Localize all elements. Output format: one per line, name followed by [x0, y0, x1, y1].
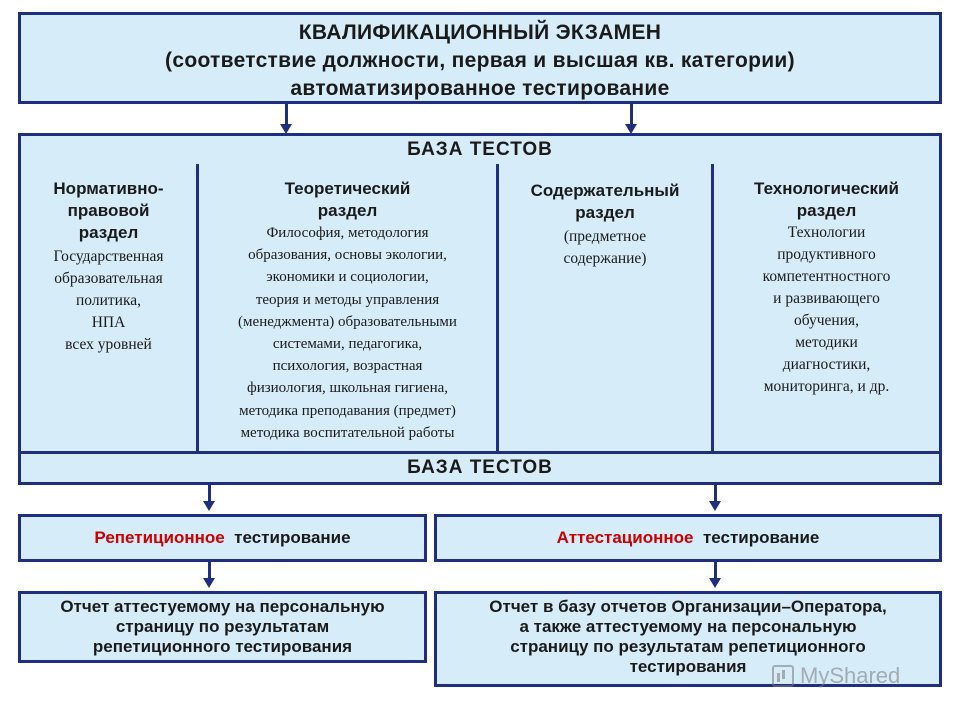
exam-subtitle: (соответствие должности, первая и высшая… — [165, 49, 795, 72]
attestation-report-box: Отчет в базу отчетов Организации–Операто… — [434, 591, 942, 687]
section-body: Философия, методология образования, осно… — [238, 225, 457, 441]
rehearsal-report-box: Отчет аттестуемому на персональную стран… — [18, 591, 427, 663]
watermark-text: MyShared — [800, 663, 901, 688]
section-body: Государственная образовательная политика… — [53, 248, 164, 353]
section-content: Содержательный раздел (предметное содерж… — [496, 164, 711, 454]
section-technological: Технологический раздел Технологии продук… — [711, 164, 939, 454]
section-body: Технологии продуктивного компетентностно… — [762, 224, 891, 395]
exam-title-box: КВАЛИФИКАЦИОННЫЙ ЭКЗАМЕН (соответствие д… — [18, 12, 942, 104]
test-base-top: БАЗА ТЕСТОВ — [18, 133, 942, 167]
section-heading: Теоретический раздел — [284, 179, 411, 220]
section-body: (предметное содержание) — [563, 228, 647, 267]
exam-method: автоматизированное тестирование — [290, 77, 670, 100]
section-heading: Технологический раздел — [754, 179, 899, 220]
attestation-testing-box: Аттестационное тестирование — [434, 514, 942, 562]
rehearsal-testing-box: Репетиционное тестирование — [18, 514, 427, 562]
section-theoretical: Теоретический раздел Философия, методоло… — [196, 164, 496, 454]
rehearsal-testing-label: Репетиционное тестирование — [94, 528, 351, 547]
sections-row: Нормативно- правовой раздел Государствен… — [18, 164, 942, 454]
section-heading: Содержательный раздел — [530, 181, 680, 222]
section-normative: Нормативно- правовой раздел Государствен… — [21, 164, 196, 454]
report-line: Отчет аттестуемому на персональную — [60, 597, 385, 616]
watermark: MyShared — [772, 663, 901, 688]
test-base-label: БАЗА ТЕСТОВ — [407, 457, 553, 478]
report-line: а также аттестуемому на персональную — [519, 617, 857, 636]
chart-icon — [772, 665, 794, 687]
report-line: репетиционного тестирования — [92, 637, 353, 656]
report-line: Отчет в базу отчетов Организации–Операто… — [489, 597, 887, 616]
exam-title: КВАЛИФИКАЦИОННЫЙ ЭКЗАМЕН — [298, 21, 662, 44]
test-base-bottom: БАЗА ТЕСТОВ — [18, 451, 942, 485]
section-heading: Нормативно- правовой раздел — [53, 179, 164, 242]
report-line: страницу по результатам — [115, 617, 330, 636]
attestation-testing-label: Аттестационное тестирование — [556, 528, 820, 547]
test-base-label: БАЗА ТЕСТОВ — [407, 139, 553, 160]
report-line: тестирования — [629, 657, 747, 676]
report-line: страницу по результатам репетиционного — [510, 637, 866, 656]
